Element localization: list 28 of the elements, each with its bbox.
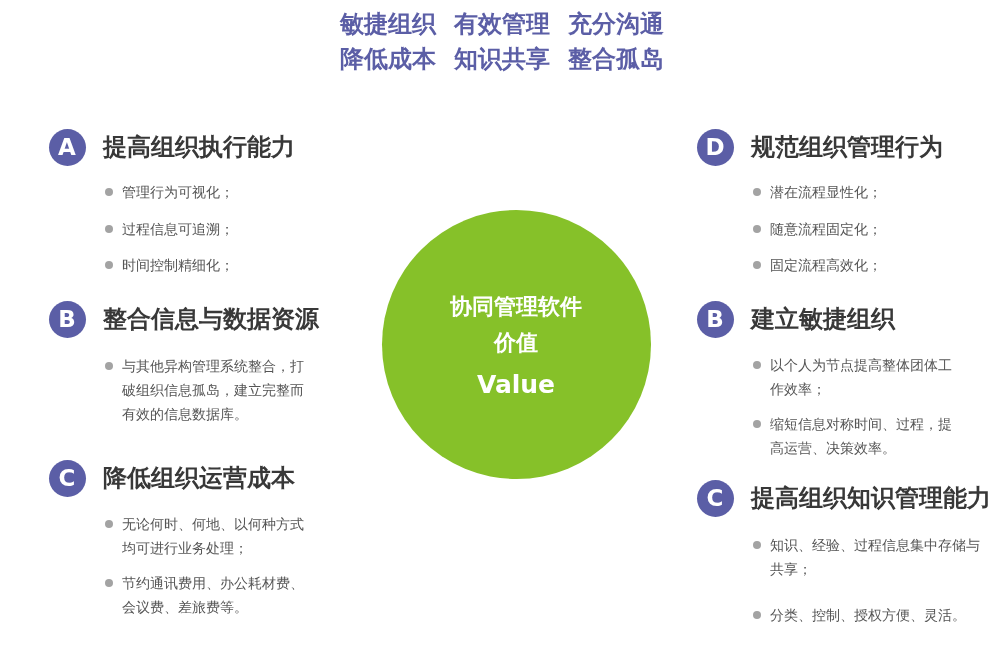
bullet-text: 与其他异构管理系统整合，打破组织信息孤岛，建立完整而有效的信息数据库。 (122, 357, 305, 424)
circle-heading: 协同管理软件价值 (449, 292, 583, 357)
bullet-text: 无论何时、何地、以何种方式均可进行业务处理； (122, 515, 305, 558)
page-title: 敏捷组织 有效管理 充分沟通降低成本 知识共享 整合孤岛 (338, 9, 666, 75)
letter-badge: B (48, 300, 86, 338)
bullet-text: 时间控制精细化； (122, 256, 235, 275)
bullet-text: 分类、控制、授权方便、灵活。 (770, 606, 967, 625)
bullet-text: 知识、经验、过程信息集中存储与共享； (770, 536, 981, 579)
circle-subheading: Value (476, 369, 556, 400)
bullet-text: 固定流程高效化； (770, 256, 883, 275)
bullet-text: 节约通讯费用、办公耗材费、会议费、差旅费等。 (122, 574, 305, 617)
bullet-text: 过程信息可追溯； (122, 220, 235, 239)
section-heading: 整合信息与数据资源 (103, 304, 319, 335)
section-heading: 降低组织运营成本 (103, 463, 295, 494)
section-heading: 规范组织管理行为 (751, 132, 943, 163)
letter-badge: C (48, 459, 86, 497)
bullet-text: 潜在流程显性化； (770, 183, 883, 202)
bullet-text: 以个人为节点提高整体团体工作效率； (770, 356, 953, 399)
letter-badge: C (696, 479, 734, 517)
section-heading: 建立敏捷组织 (751, 304, 895, 335)
letter-badge: D (696, 128, 734, 166)
letter-badge: B (696, 300, 734, 338)
section-heading: 提高组织执行能力 (103, 132, 295, 163)
letter-badge: A (48, 128, 86, 166)
bullet-text: 缩短信息对称时间、过程，提高运营、决策效率。 (770, 415, 953, 458)
bullet-text: 管理行为可视化； (122, 183, 235, 202)
bullet-text: 随意流程固定化； (770, 220, 883, 239)
section-heading: 提高组织知识管理能力 (751, 483, 991, 514)
